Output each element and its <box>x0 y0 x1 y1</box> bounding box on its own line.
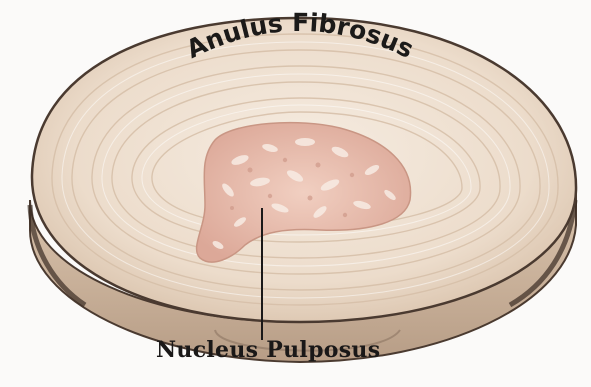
nucleus-pulposus-label: Nucleus Pulposus <box>156 337 380 363</box>
